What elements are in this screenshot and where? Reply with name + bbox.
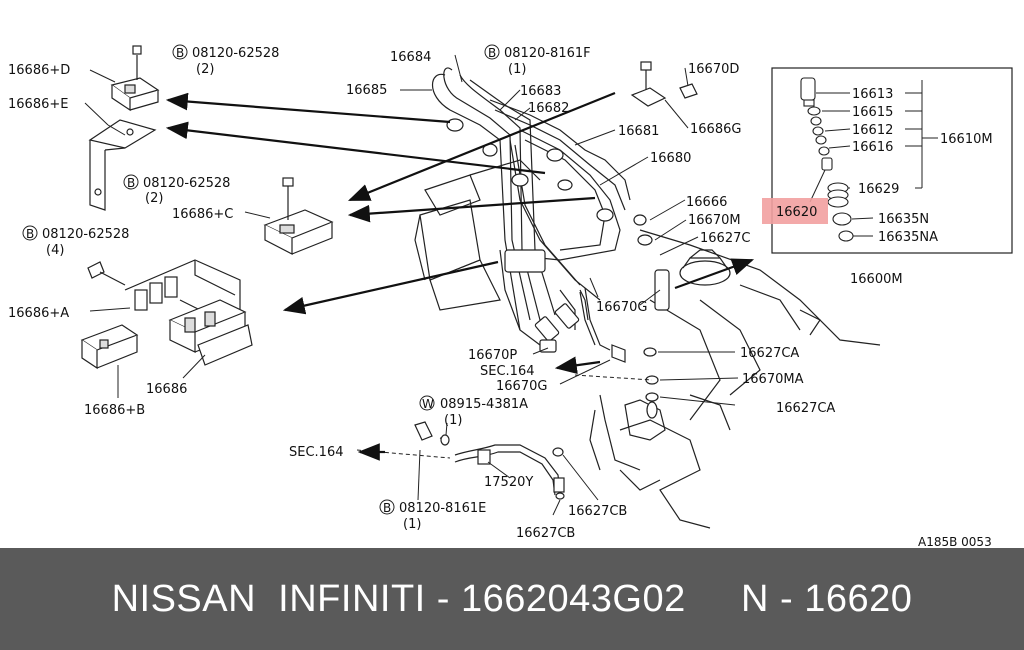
label-16600m: 16600M bbox=[850, 272, 903, 287]
fastener-badges bbox=[22, 44, 500, 515]
part-labels: 16686+D 16686+E 16686+C 16686+A 16686 16… bbox=[8, 50, 993, 548]
fastener-1-code: 08120-62528 bbox=[192, 46, 279, 61]
label-16686: 16686 bbox=[146, 382, 187, 397]
label-16629: 16629 bbox=[858, 182, 899, 197]
label-16686-a: 16686+A bbox=[8, 306, 69, 321]
label-16682: 16682 bbox=[528, 101, 569, 116]
label-16670d: 16670D bbox=[688, 62, 739, 77]
label-16666: 16666 bbox=[686, 195, 727, 210]
parts-diagram: 16686+D 16686+E 16686+C 16686+A 16686 16… bbox=[8, 44, 1013, 548]
label-ref-code: A185B 0053 bbox=[918, 535, 992, 548]
clamp-16686-g bbox=[630, 61, 667, 107]
highlight-16620 bbox=[762, 198, 828, 224]
label-16683: 16683 bbox=[520, 84, 561, 99]
return-hose-17520y bbox=[414, 289, 589, 500]
fastener-6-badge: B bbox=[383, 501, 391, 515]
label-16615: 16615 bbox=[852, 105, 893, 120]
fastener-4-badge: B bbox=[26, 227, 34, 241]
label-16670p: 16670P bbox=[468, 348, 517, 363]
label-16686-g: 16686G bbox=[690, 122, 741, 137]
fastener-1-badge: B bbox=[176, 46, 184, 60]
clamp-16686 bbox=[168, 299, 253, 366]
label-sec164-left: SEC.164 bbox=[289, 445, 344, 460]
fastener-6-code: 08120-8161E bbox=[399, 501, 486, 516]
fastener-4-qty: (4) bbox=[46, 243, 64, 258]
label-16684: 16684 bbox=[390, 50, 431, 65]
clip-16670d bbox=[679, 83, 698, 99]
label-16686-c: 16686+C bbox=[172, 207, 233, 222]
label-16681: 16681 bbox=[618, 124, 659, 139]
label-16685: 16685 bbox=[346, 83, 387, 98]
label-16627ca-1: 16627CA bbox=[740, 346, 799, 361]
label-16612: 16612 bbox=[852, 123, 893, 138]
injector-detail-parts bbox=[800, 77, 854, 242]
fastener-5-badge: W bbox=[422, 397, 434, 411]
injector-detail-frame bbox=[771, 67, 1013, 254]
label-16686-d: 16686+D bbox=[8, 63, 70, 78]
fastener-2-badge: B bbox=[488, 46, 496, 60]
label-16686-b: 16686+B bbox=[84, 403, 145, 418]
label-16616: 16616 bbox=[852, 140, 893, 155]
injector-detail-leaders bbox=[809, 80, 938, 237]
label-16635n: 16635N bbox=[878, 212, 929, 227]
clamp-16686-c bbox=[263, 177, 334, 255]
label-16670m: 16670M bbox=[688, 213, 741, 228]
label-16627cb-2: 16627CB bbox=[516, 526, 575, 541]
engine-outline bbox=[414, 159, 881, 529]
fastener-6-qty: (1) bbox=[403, 517, 421, 532]
fastener-3-code: 08120-62528 bbox=[143, 176, 230, 191]
clamp-16686-d bbox=[110, 45, 160, 112]
label-16635na: 16635NA bbox=[878, 230, 938, 245]
explode-arrows bbox=[165, 91, 755, 461]
fastener-1-qty: (2) bbox=[196, 62, 214, 77]
label-16670g-top: 16670G bbox=[596, 300, 647, 315]
label-16686-e: 16686+E bbox=[8, 97, 68, 112]
fastener-2-qty: (1) bbox=[508, 62, 526, 77]
fastener-labels: B 08120-62528 (2) B 08120-8161F (1) B 08… bbox=[26, 46, 591, 532]
footer-text: NISSAN INFINITI - 1662043G02 N - 16620 bbox=[111, 577, 913, 620]
fastener-5-qty: (1) bbox=[444, 413, 462, 428]
label-16613: 16613 bbox=[852, 87, 893, 102]
label-16680: 16680 bbox=[650, 151, 691, 166]
label-16670ma: 16670MA bbox=[742, 372, 804, 387]
fastener-3-qty: (2) bbox=[145, 191, 163, 206]
label-16670g-mid: 16670G bbox=[496, 379, 547, 394]
label-16610m: 16610M bbox=[940, 132, 993, 147]
label-16620: 16620 bbox=[776, 205, 817, 220]
label-sec164-mid: SEC.164 bbox=[480, 364, 535, 379]
leader-lines bbox=[84, 54, 739, 516]
label-16627c: 16627C bbox=[700, 231, 750, 246]
fastener-4-code: 08120-62528 bbox=[42, 227, 129, 242]
fastener-3-badge: B bbox=[127, 176, 135, 190]
label-17520y: 17520Y bbox=[484, 475, 533, 490]
label-16627cb-1: 16627CB bbox=[568, 504, 627, 519]
label-16627ca-2: 16627CA bbox=[776, 401, 835, 416]
fastener-5-code: 08915-4381A bbox=[440, 397, 528, 412]
part-number-footer: NISSAN INFINITI - 1662043G02 N - 16620 bbox=[0, 548, 1024, 650]
clamp-16686-b bbox=[80, 324, 139, 370]
fastener-2-code: 08120-8161F bbox=[504, 46, 591, 61]
